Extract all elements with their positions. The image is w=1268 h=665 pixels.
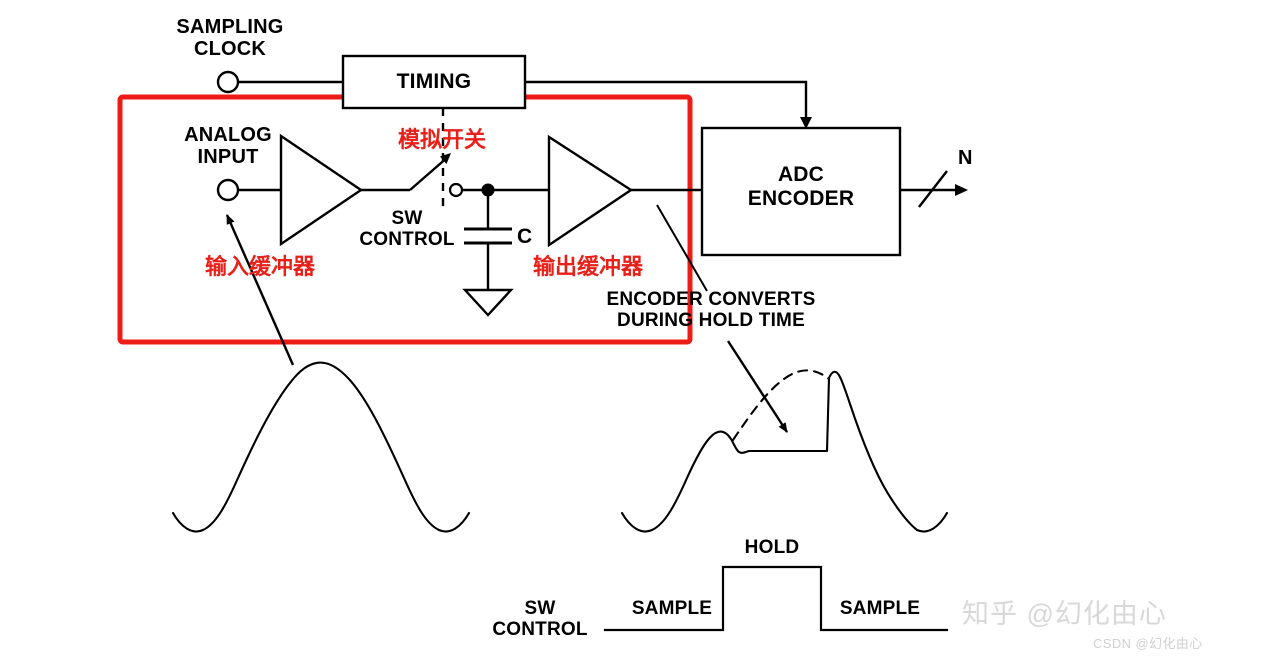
- sampling-clock-terminal: [216, 70, 240, 94]
- sw-control-waveform-label: SW CONTROL: [492, 598, 588, 641]
- capacitor-label: C: [517, 225, 533, 248]
- analog-switch-annotation: 模拟开关: [397, 127, 486, 152]
- timing-block: [341, 54, 527, 110]
- adc-output-bus-slash: [918, 170, 948, 208]
- sw-control-label: SW CONTROL: [359, 208, 455, 251]
- sample-left-label: SAMPLE: [631, 598, 713, 619]
- adc-encoder-block: [700, 126, 902, 257]
- sampled-held-waveform: [620, 370, 949, 533]
- input-buffer-annotation-arrow: [225, 214, 295, 366]
- timing-to-adc-wire: [525, 80, 808, 126]
- adc-encoder-label: ADC ENCODER: [747, 163, 855, 210]
- input-buffer-amplifier: [279, 133, 364, 247]
- input-buffer-annotation: 输入缓冲器: [205, 254, 316, 279]
- sample-right-label: SAMPLE: [839, 598, 921, 619]
- encoder-converts-note: ENCODER CONVERTS DURING HOLD TIME: [606, 289, 816, 332]
- timing-to-adc-arrowhead: [800, 117, 812, 129]
- ground-symbol: [462, 288, 514, 317]
- analog-input-label: ANALOG INPUT: [184, 124, 272, 169]
- output-buffer-annotation: 输出缓冲器: [533, 254, 644, 279]
- csdn-watermark: CSDN @幻化由心: [1093, 636, 1203, 651]
- timing-block-label: TIMING: [396, 70, 472, 93]
- output-buffer-amplifier: [547, 134, 634, 248]
- analog-switch-arrowhead: [440, 153, 451, 164]
- analog-input-terminal: [216, 178, 240, 202]
- output-bits-label: N: [958, 147, 973, 169]
- analog-switch-blade: [409, 155, 450, 191]
- adc-output-arrowhead: [955, 184, 968, 196]
- sw-control-timing-waveform: [603, 565, 949, 632]
- hold-label: HOLD: [744, 537, 800, 558]
- analog-input-waveform: [171, 361, 471, 533]
- analog-switch-right-contact: [448, 182, 464, 198]
- sampling-clock-label: SAMPLING CLOCK: [176, 16, 284, 61]
- original-signal-ghost-dashed: [731, 369, 831, 442]
- encoder-converts-annotation-arrow: [726, 340, 789, 433]
- zhihu-watermark: 知乎 @幻化由心: [962, 599, 1167, 629]
- encoder-converts-leader-line: [656, 204, 708, 292]
